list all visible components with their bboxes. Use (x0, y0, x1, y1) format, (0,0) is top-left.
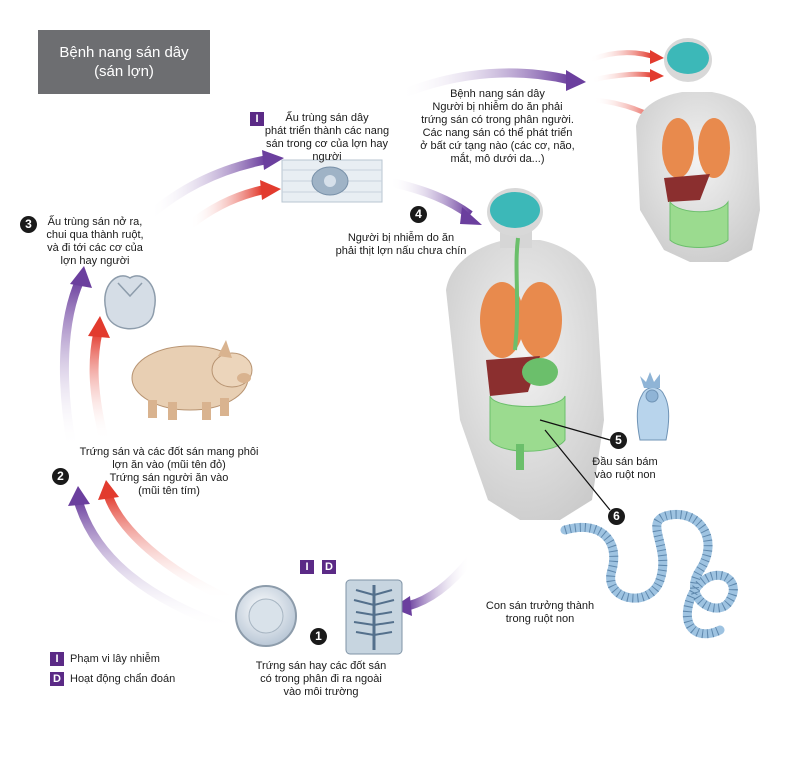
arrow-head-red-step3 (88, 316, 110, 338)
infective-badge-egg: I (300, 560, 314, 574)
cyst-in-muscle-illustration (281, 159, 383, 203)
arrow-purple-to-step4 (388, 177, 473, 219)
arrow-head-purple-disease (566, 70, 586, 91)
arrow-head-red-head-2 (650, 69, 664, 82)
legend-item-diagnostic: D Hoạt động chẩn đoán (50, 672, 175, 686)
arrow-red-to-cyst (187, 185, 264, 229)
step-2-marker: 2 (52, 468, 69, 485)
diagram-title-line1: Bệnh nang sán dây (59, 44, 189, 61)
legend-infective-badge: I (50, 652, 64, 666)
arrow-purple-to-disease (398, 68, 572, 100)
arrow-purple-to-step3 (59, 278, 85, 449)
arrow-red-head-2 (591, 71, 653, 83)
step-3-label: Ấu trùng sán nở ra, chui qua thành ruột,… (46, 216, 144, 267)
diagnostic-badge-egg: D (322, 560, 336, 574)
arrow-purple-to-cyst (147, 155, 266, 219)
step-6-marker: 6 (608, 508, 625, 525)
diagram-title-box: Bệnh nang sán dây (sán lợn) (38, 30, 210, 94)
step-1-label: Trứng sán hay các đốt sán có trong phân … (255, 660, 387, 698)
arrow-head-purple-step4 (460, 207, 482, 225)
arrow-head-red-head-1 (650, 50, 664, 64)
step-5-label: Đầu sán bám vào ruột non (592, 456, 658, 481)
arrow-head-red-cyst (260, 180, 281, 200)
step-4-label: Người bị nhiễm do ăn phải thịt lợn nấu c… (335, 232, 467, 257)
cyst-label: Ấu trùng sán dây phát triển thành các na… (264, 112, 390, 163)
legend-diagnostic-badge: D (50, 672, 64, 686)
proglottid-illustration (345, 579, 403, 655)
arrow-red-head-1 (589, 50, 653, 63)
arrow-head-purple-step3 (70, 266, 92, 288)
arrow-purple-to-step2 (73, 498, 232, 633)
arrow-red-to-step3 (89, 331, 109, 442)
step-4-marker: 4 (410, 206, 427, 223)
leader-line-step6 (544, 429, 611, 511)
arrow-purple-to-feces (406, 557, 474, 611)
infective-badge-cyst: I (250, 112, 264, 126)
legend-item-infective: I Phạm vi lây nhiễm (50, 652, 175, 666)
oncosphere-illustration (104, 275, 156, 330)
human-body-disease (636, 38, 760, 262)
pig-illustration (131, 340, 253, 420)
diagram-title-line2: (sán lợn) (94, 63, 154, 80)
human-body-step4 (446, 188, 604, 520)
scolex-illustration (636, 372, 670, 441)
arrow-head-red-step2 (98, 480, 119, 500)
arrow-red-to-step2 (103, 493, 232, 605)
leader-line-step5 (539, 419, 611, 441)
legend-infective-text: Phạm vi lây nhiễm (70, 653, 160, 665)
egg-illustration (235, 585, 297, 647)
arrow-head-purple-step2 (68, 486, 90, 506)
legend: I Phạm vi lây nhiễm D Hoạt động chẩn đoá… (50, 652, 175, 686)
legend-diagnostic-text: Hoạt động chẩn đoán (70, 673, 176, 685)
step-2-label: Trứng sán và các đốt sán mang phôi lợn ă… (79, 446, 259, 497)
adult-tapeworm-illustration (560, 509, 738, 639)
step-6-label: Con sán trưởng thành trong ruột non (485, 600, 595, 625)
arrow-head-purple-cyst (262, 150, 284, 170)
step-5-marker: 5 (610, 432, 627, 449)
step-3-marker: 3 (20, 216, 37, 233)
step-1-marker: 1 (310, 628, 327, 645)
disease-label: Bệnh nang sán dây Người bị nhiễm do ăn p… (420, 88, 575, 165)
